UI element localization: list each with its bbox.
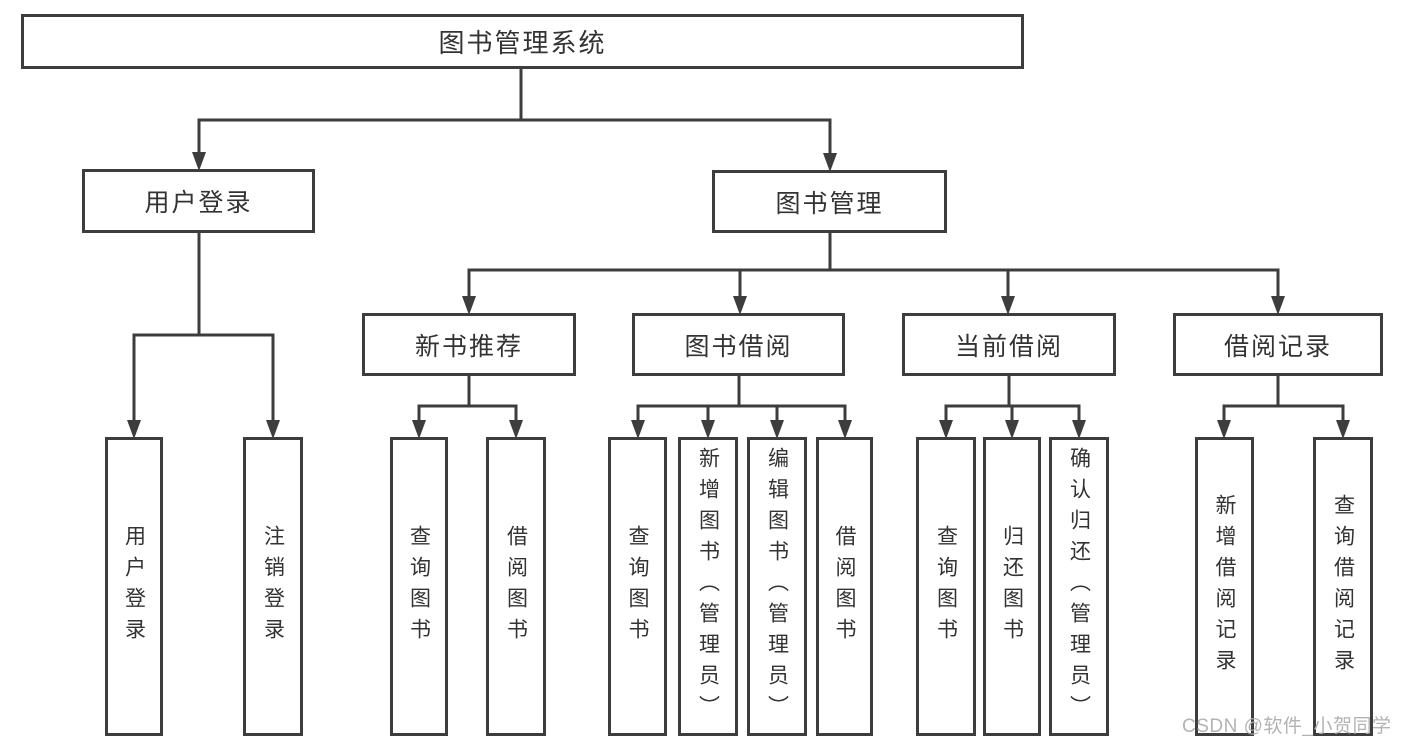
node-new-book-recommend: 新书推荐 — [362, 313, 576, 376]
node-cb-return-books-label: 归还图书 — [1000, 524, 1024, 649]
node-user-login: 用户登录 — [82, 169, 315, 233]
node-cb-return-books: 归还图书 — [983, 437, 1041, 736]
node-book-borrowing-label: 图书借阅 — [684, 332, 793, 361]
node-br-add-record-label: 新增借阅记录 — [1213, 493, 1236, 680]
node-leaf-user-login: 用户登录 — [105, 437, 163, 736]
node-cb-confirm-return-label: 确认归还（管理员） — [1067, 447, 1091, 726]
node-book-management-label: 图书管理 — [775, 189, 884, 218]
node-bb-edit-books-label: 编辑图书（管理员） — [765, 447, 789, 726]
node-leaf-logout: 注销登录 — [243, 437, 303, 736]
node-rec-query-books: 查询图书 — [390, 437, 448, 736]
node-book-borrowing: 图书借阅 — [632, 313, 845, 376]
node-cb-query-books: 查询图书 — [916, 437, 976, 736]
node-bb-add-books-label: 新增图书（管理员） — [696, 447, 720, 726]
node-cb-confirm-return: 确认归还（管理员） — [1049, 437, 1109, 736]
node-current-borrowing: 当前借阅 — [902, 313, 1116, 376]
node-borrowing-records: 借阅记录 — [1173, 313, 1383, 376]
node-br-query-record: 查询借阅记录 — [1313, 437, 1373, 736]
node-bb-add-books: 新增图书（管理员） — [678, 437, 738, 736]
csdn-watermark: CSDN @软件_小贺同学 — [1182, 716, 1392, 737]
node-bb-query-books-label: 查询图书 — [626, 524, 649, 649]
node-root-label: 图书管理系统 — [438, 28, 607, 58]
node-leaf-user-login-label: 用户登录 — [122, 524, 146, 649]
node-rec-borrow-books-label: 借阅图书 — [504, 524, 528, 649]
node-current-borrowing-label: 当前借阅 — [954, 332, 1063, 361]
node-bb-borrow-books-label: 借阅图书 — [833, 524, 856, 649]
node-br-add-record: 新增借阅记录 — [1195, 437, 1254, 736]
node-rec-borrow-books: 借阅图书 — [486, 437, 546, 736]
node-bb-borrow-books: 借阅图书 — [816, 437, 873, 736]
node-book-management: 图书管理 — [712, 170, 947, 233]
node-root: 图书管理系统 — [21, 14, 1024, 69]
node-cb-query-books-label: 查询图书 — [934, 524, 958, 649]
node-bb-edit-books: 编辑图书（管理员） — [747, 437, 807, 736]
node-borrowing-records-label: 借阅记录 — [1223, 332, 1332, 361]
node-br-query-record-label: 查询借阅记录 — [1331, 493, 1355, 680]
node-bb-query-books: 查询图书 — [608, 437, 667, 736]
node-leaf-logout-label: 注销登录 — [261, 524, 285, 649]
node-user-login-label: 用户登录 — [144, 189, 253, 217]
node-rec-query-books-label: 查询图书 — [407, 524, 431, 649]
node-new-book-recommend-label: 新书推荐 — [414, 332, 523, 361]
